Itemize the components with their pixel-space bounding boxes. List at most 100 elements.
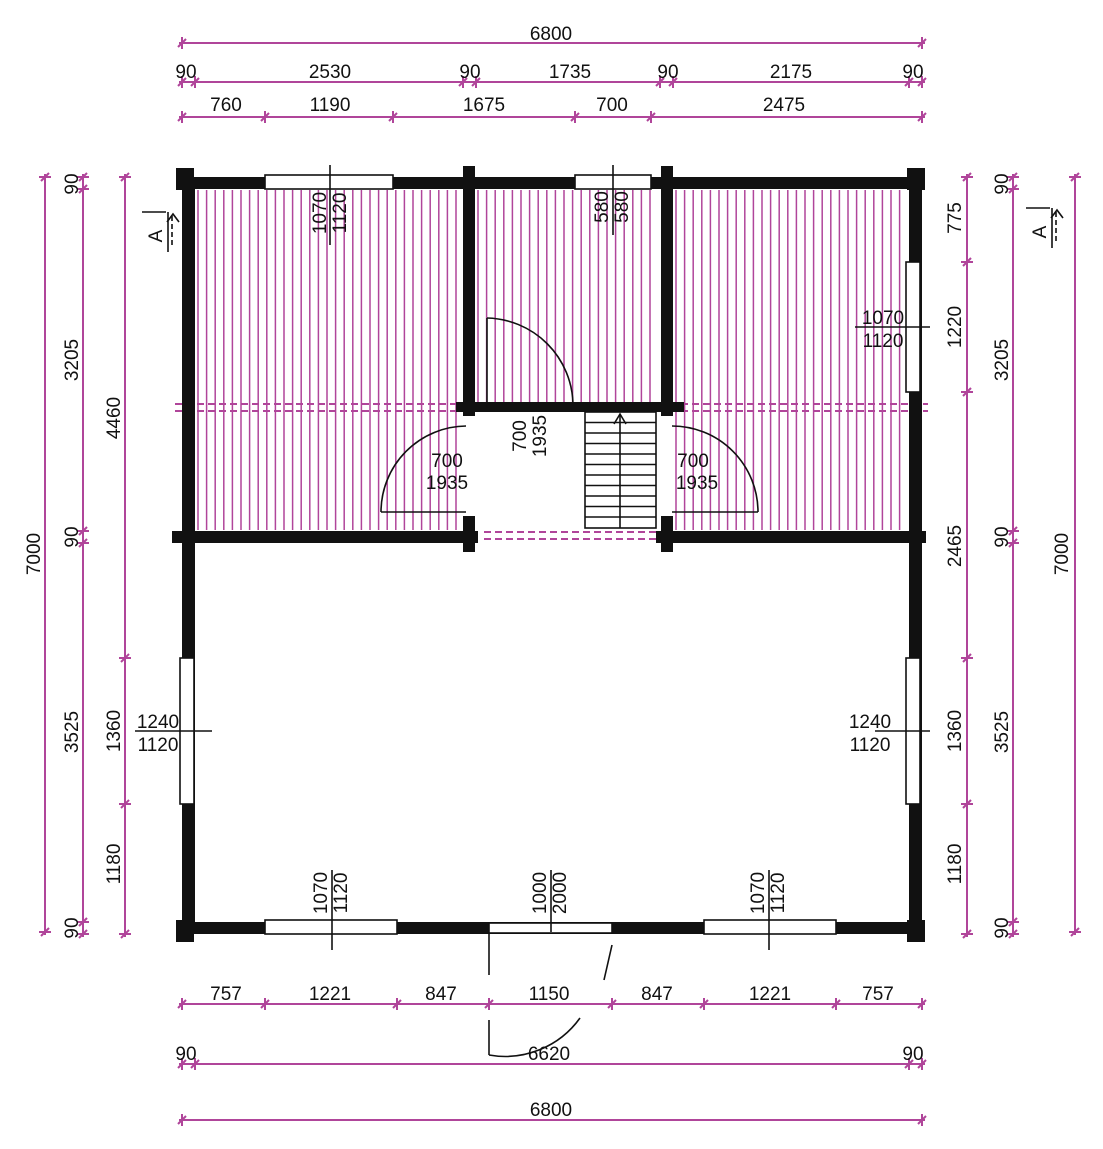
- dim-right-inner-item: 2465: [945, 525, 966, 567]
- dim-right-outer-item: 90: [992, 917, 1013, 938]
- window-right-lower-width: 1240: [849, 712, 891, 733]
- dimension-tick: [484, 999, 494, 1009]
- dim-bottom-row1-item: 847: [425, 984, 457, 1005]
- dim-right-inner-item: 1180: [945, 844, 966, 885]
- door-entry-width: 1000: [530, 872, 551, 914]
- dim-bottom-row2-left: 90: [175, 1044, 196, 1065]
- dimension-tick: [458, 77, 468, 87]
- window-bottom-right-width: 1070: [748, 872, 769, 914]
- dimension-tick: [1070, 172, 1080, 182]
- window-left-lower-height: 1120: [138, 735, 179, 756]
- dimension-tick: [78, 917, 88, 927]
- dimension-tick: [392, 999, 402, 1009]
- dim-bottom-row2-mid: 6620: [528, 1044, 570, 1065]
- dim-top-row2-item: 1190: [310, 95, 351, 116]
- dim-top-row1-item: 90: [902, 62, 923, 83]
- dim-right-outer-item: 90: [992, 173, 1013, 194]
- dimension-tick: [190, 77, 200, 87]
- dim-top-row1-item: 2175: [770, 62, 812, 83]
- section-mark-left: A: [142, 211, 180, 252]
- dim-right-outer-item: 3525: [992, 711, 1013, 753]
- dimension-tick: [260, 999, 270, 1009]
- dimension-tick: [962, 172, 972, 182]
- section-mark-right: A: [1026, 207, 1064, 248]
- dimension-tick: [120, 653, 130, 663]
- dim-left-inner-item: 1360: [104, 710, 125, 752]
- top-dimensions: 6800 90 2530 90 1735 90 2175 90 760 1190…: [175, 24, 923, 116]
- dim-right-total: 7000: [1052, 533, 1073, 575]
- window-bottom-left-width: 1070: [311, 872, 332, 914]
- door-entry-height: 2000: [550, 872, 571, 914]
- dim-bottom-total: 6800: [530, 1100, 572, 1121]
- dimension-tick: [40, 172, 50, 182]
- dimension-tick: [1070, 927, 1080, 937]
- dim-bottom-row1-item: 757: [862, 984, 894, 1005]
- dimension-tick: [78, 526, 88, 536]
- window-bottom-right: [703, 919, 837, 935]
- window-bottom-right-height: 1120: [768, 873, 789, 914]
- dim-top-row1-item: 90: [459, 62, 480, 83]
- dim-top-row1-item: 1735: [549, 62, 591, 83]
- dimension-tick: [962, 387, 972, 397]
- openings: [135, 165, 930, 950]
- dimension-tick: [917, 1059, 927, 1069]
- dim-left-outer-item: 90: [62, 526, 83, 547]
- dim-left-outer-item: 3525: [62, 711, 83, 753]
- doors: [380, 317, 759, 1058]
- dim-bottom-row1-item: 757: [210, 984, 242, 1005]
- dim-right-inner-item: 775: [945, 202, 966, 234]
- window-top-left: [264, 174, 394, 190]
- window-right-lower-height: 1120: [850, 735, 891, 756]
- dimension-tick: [917, 112, 927, 122]
- door-right-height: 1935: [676, 473, 718, 494]
- dim-left-total: 7000: [24, 533, 45, 575]
- dimension-tick: [1008, 929, 1018, 939]
- dim-top-row2-item: 700: [596, 95, 628, 116]
- window-top-left-height: 1120: [330, 193, 351, 234]
- dim-bottom-row1-item: 847: [641, 984, 673, 1005]
- dim-top-row2-item: 1675: [463, 95, 505, 116]
- dimension-tick: [1008, 172, 1018, 182]
- dim-top-row2-item: 760: [210, 95, 242, 116]
- dim-right-inner-item: 1360: [945, 710, 966, 752]
- dimension-tick: [917, 38, 927, 48]
- dimension-tick: [668, 77, 678, 87]
- dim-top-row1-item: 90: [657, 62, 678, 83]
- door-stair-height: 1935: [530, 415, 551, 457]
- dim-left-outer-item: 90: [62, 917, 83, 938]
- bottom-dimensions: 757 1221 847 1150 847 1221 757 90 6620 9…: [175, 984, 923, 1121]
- dimension-tick: [699, 999, 709, 1009]
- dimension-tick: [917, 1115, 927, 1125]
- dimension-tick: [570, 112, 580, 122]
- dim-bottom-row1-item: 1150: [529, 984, 570, 1005]
- dimension-tick: [904, 1059, 914, 1069]
- dim-top-row1-item: 2530: [309, 62, 351, 83]
- dimension-tick: [655, 77, 665, 87]
- dimension-tick: [78, 172, 88, 182]
- dimension-tick: [471, 77, 481, 87]
- dimension-tick: [190, 1059, 200, 1069]
- window-top-middle-height: 580: [612, 191, 633, 223]
- dim-right-outer-item: 3205: [992, 339, 1013, 381]
- dimension-tick: [917, 77, 927, 87]
- door-right-width: 700: [677, 451, 709, 472]
- dimension-tick: [78, 538, 88, 548]
- dim-right-outer-item: 90: [992, 526, 1013, 547]
- dimension-tick: [120, 172, 130, 182]
- dimension-tick: [831, 999, 841, 1009]
- dimension-tick: [78, 184, 88, 194]
- dimension-tick: [177, 999, 187, 1009]
- dim-bottom-row2-right: 90: [902, 1044, 923, 1065]
- dimension-tick: [962, 799, 972, 809]
- dimension-tick: [177, 1059, 187, 1069]
- dim-top-row2-item: 2475: [763, 95, 805, 116]
- dimension-tick: [962, 257, 972, 267]
- dimension-lines: [39, 37, 1081, 1126]
- dim-bottom-row1-item: 1221: [309, 984, 351, 1005]
- dimension-tick: [1008, 184, 1018, 194]
- dim-bottom-row1-item: 1221: [749, 984, 791, 1005]
- window-left-lower-width: 1240: [137, 712, 179, 733]
- window-bottom-left-height: 1120: [331, 873, 352, 914]
- window-bottom-left: [264, 919, 398, 935]
